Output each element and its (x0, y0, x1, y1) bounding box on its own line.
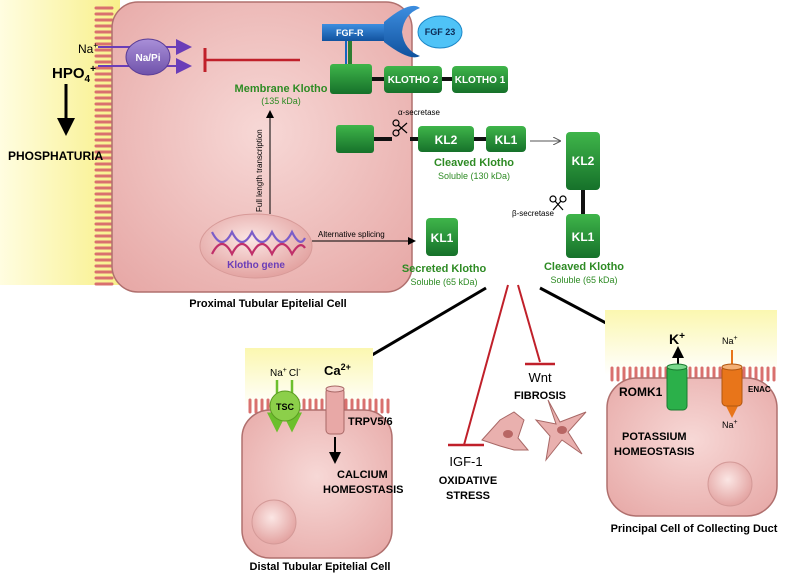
romk1-channel-top (666, 363, 688, 371)
cleaved-kl2-domain (418, 126, 474, 152)
potassium-homeostasis-line2: HOMEOSTASIS (614, 446, 694, 458)
fgfr-label: FGF-R (336, 28, 364, 38)
fgf23-ligand (417, 15, 463, 49)
klotho2-label: KLOTHO 2 (388, 75, 439, 86)
cleaved-kl1-label: KL1 (495, 133, 518, 147)
trpv-label: TRPV5/6 (348, 416, 393, 428)
collecting-nucleus (707, 461, 753, 507)
potassium-ion-label: K+ (669, 331, 685, 347)
beta-secretase-label: β-secretase (512, 209, 555, 218)
klotho1-label: KLOTHO 1 (455, 75, 506, 86)
enac-na-bottom-label: Na+ (722, 419, 738, 430)
hpo4-ion-label: HPO4+ (52, 64, 96, 85)
potassium-homeostasis-line1: POTASSIUM (622, 431, 687, 443)
fibrosis-label: FIBROSIS (514, 390, 566, 402)
dna-helix-icon (211, 229, 306, 257)
fgfr-binding-cup (384, 5, 420, 58)
klotho-gene-label: Klotho gene (227, 260, 285, 271)
secreted-kl1-domain (426, 218, 458, 256)
vertical-kl1-domain (566, 214, 600, 258)
membrane-klotho-label: Membrane Klotho (235, 83, 328, 95)
distal-cell-label: Distal Tubular Epitelial Cell (250, 561, 391, 573)
vertical-kl1-label: KL1 (572, 230, 595, 244)
klotho1-domain (452, 66, 508, 93)
tsc-label: TSC (276, 402, 295, 412)
enac-channel-top (721, 363, 743, 371)
romk1-channel (666, 365, 688, 411)
distal-nucleus (251, 499, 297, 545)
klotho2-domain (384, 66, 442, 93)
secreted-soluble-65: Soluble (65 kDa) (410, 277, 477, 287)
enac-channel (721, 365, 743, 407)
igf1-label: IGF-1 (449, 454, 482, 469)
phosphaturia-label: PHOSPHATURIA (8, 149, 103, 163)
inhibit-wnt-line (517, 284, 541, 363)
trpv-channel (325, 387, 345, 435)
fibroblast-cell-icon (481, 411, 530, 451)
vertical-kl2-label: KL2 (572, 154, 595, 168)
beta-scissors-icon (549, 195, 567, 211)
oxidative-label-line2: STRESS (446, 490, 490, 502)
collecting-cell-label: Principal Cell of Collecting Duct (611, 523, 778, 535)
cleaved-soluble-130: Soluble (130 kDa) (438, 171, 510, 181)
membrane-klotho-anchor (330, 64, 372, 94)
distal-na-cl-label: Na+Cl- (270, 367, 301, 379)
cleaved-soluble-65: Soluble (65 kDa) (550, 275, 617, 285)
cleaved-kl2-label: KL2 (435, 133, 458, 147)
fgf23-label: FGF 23 (425, 27, 456, 37)
transcription-label: Full length transcription (255, 129, 264, 212)
distal-lumen (245, 348, 373, 408)
cleaved-kl1-domain (486, 126, 526, 152)
romk1-label: ROMK1 (619, 385, 663, 399)
calcium-homeostasis-line1: CALCIUM (337, 469, 388, 481)
membrane-klotho-kda: (135 kDa) (261, 96, 301, 106)
fibroblast-star-icon (534, 399, 587, 462)
splicing-label: Alternative splicing (318, 230, 385, 239)
trpv-channel-top (325, 385, 345, 393)
inhibit-igf1-line (463, 284, 509, 446)
tsc-transporter (269, 390, 301, 422)
proximal-cell-label: Proximal Tubular Epitelial Cell (189, 298, 347, 310)
calcium-homeostasis-line2: HOMEOSTASIS (323, 484, 403, 496)
cleaved-klotho-label: Cleaved Klotho (434, 157, 514, 169)
collecting-lumen (605, 310, 777, 375)
enac-label: ENAC (748, 385, 771, 394)
oxidative-label-line1: OXIDATIVE (439, 475, 497, 487)
wnt-label: Wnt (528, 370, 552, 385)
napi-transporter (125, 38, 171, 76)
na-ion-label: Na+ (78, 41, 98, 56)
napi-label: Na/Pi (135, 53, 160, 64)
cleaved-klotho-2-label: Cleaved Klotho (544, 261, 624, 273)
cleaved-anchor (336, 125, 374, 153)
secreted-kl1-label: KL1 (431, 231, 454, 245)
proximal-microvilli (94, 6, 114, 286)
alpha-secretase-label: α-secretase (398, 108, 441, 117)
vertical-kl2-domain (566, 132, 600, 190)
enac-na-top-label: Na+ (722, 335, 738, 346)
alpha-scissors-icon (392, 119, 408, 137)
calcium-ion-label: Ca2+ (324, 362, 351, 378)
fgfr-receptor (322, 24, 384, 41)
secreted-klotho-label: Secreted Klotho (402, 263, 487, 275)
